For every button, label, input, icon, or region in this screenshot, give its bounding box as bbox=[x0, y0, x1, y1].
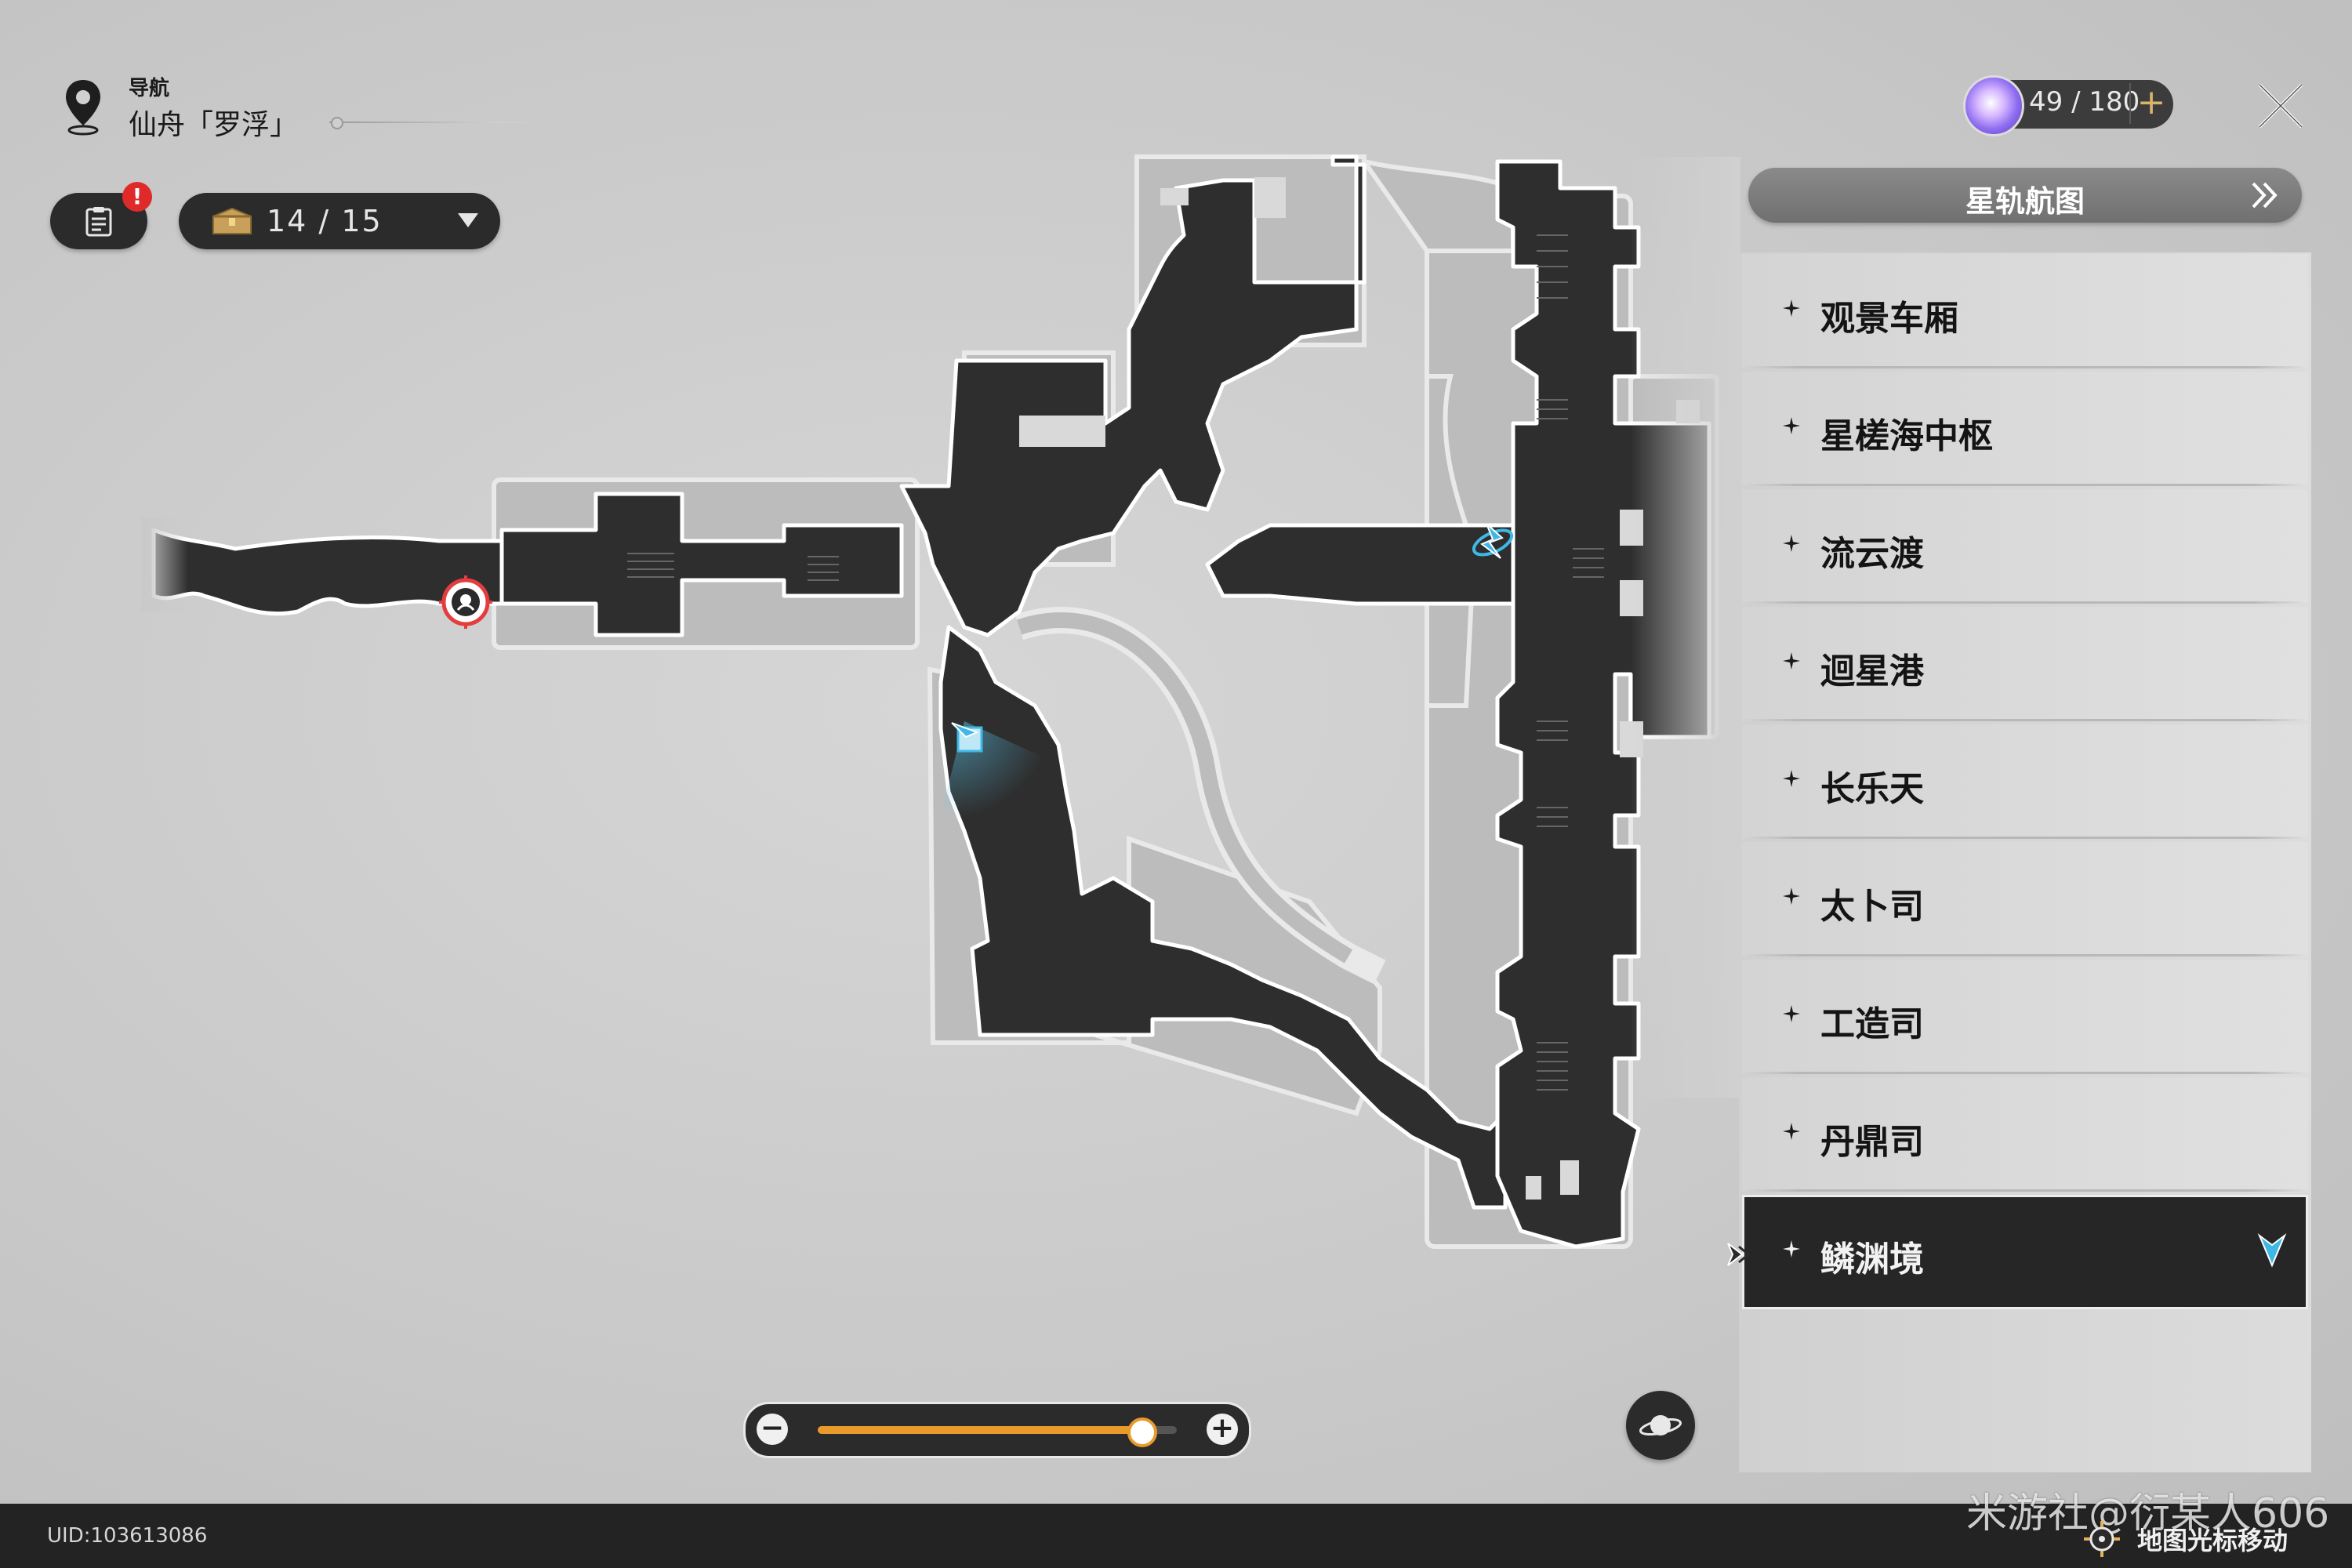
location-item[interactable]: 工造司 bbox=[1742, 960, 2308, 1074]
location-divider bbox=[1742, 1072, 2308, 1074]
location-item-background bbox=[1742, 607, 2308, 721]
location-item-background bbox=[1742, 372, 2308, 486]
location-item-background bbox=[1742, 724, 2308, 839]
trailblaze-power-icon bbox=[1963, 75, 2024, 136]
location-item-label: 长乐天 bbox=[1820, 769, 1924, 809]
location-item-label: 星槎海中枢 bbox=[1820, 416, 1993, 456]
planet-select-button[interactable] bbox=[1626, 1391, 1695, 1460]
location-item[interactable]: 长乐天 bbox=[1742, 724, 2308, 839]
double-chevron-right-icon bbox=[2252, 182, 2278, 209]
location-divider bbox=[1742, 837, 2308, 839]
map-edge-fade bbox=[1631, 157, 1740, 1098]
location-item[interactable]: 星槎海中枢 bbox=[1742, 372, 2308, 486]
location-item[interactable]: 迴星港 bbox=[1742, 607, 2308, 721]
sparkle-icon bbox=[1783, 1240, 1800, 1258]
mission-alert-badge: ! bbox=[122, 182, 152, 212]
map-edge-fade bbox=[141, 517, 188, 612]
sparkle-icon bbox=[1783, 1005, 1800, 1022]
treasure-chest-dropdown[interactable]: 14 / 15 bbox=[179, 193, 500, 249]
location-item-background bbox=[1742, 960, 2308, 1074]
map-pin-icon bbox=[66, 80, 100, 136]
watermark: 米游社@衍某人606 bbox=[1966, 1490, 2330, 1537]
chest-count: 14 / 15 bbox=[267, 204, 383, 238]
location-divider bbox=[1742, 366, 2308, 368]
location-item-background bbox=[1742, 1195, 2308, 1309]
location-item-label: 工造司 bbox=[1820, 1004, 1924, 1044]
location-item[interactable]: 观景车厢 bbox=[1742, 254, 2308, 368]
sparkle-icon bbox=[1783, 1123, 1800, 1140]
location-item[interactable]: 太卜司 bbox=[1742, 842, 2308, 956]
zoom-control: − + bbox=[743, 1402, 1251, 1458]
sparkle-icon bbox=[1783, 887, 1800, 905]
location-item-label: 丹鼎司 bbox=[1820, 1122, 1924, 1162]
location-item-background bbox=[1742, 254, 2308, 368]
star-rail-map-label: 星轨航图 bbox=[1965, 184, 2085, 219]
location-item-label: 鳞渊境 bbox=[1820, 1240, 1924, 1279]
location-divider bbox=[1742, 601, 2308, 604]
location-item-background bbox=[1742, 842, 2308, 956]
space-anchor-icon[interactable] bbox=[1470, 523, 1515, 560]
user-id: UID:103613086 bbox=[47, 1524, 208, 1548]
planet-icon bbox=[1639, 1415, 1682, 1436]
location-divider bbox=[1742, 484, 2308, 486]
nav-divider-dot bbox=[331, 117, 343, 129]
location-item-background bbox=[1742, 489, 2308, 604]
zoom-slider[interactable] bbox=[818, 1417, 1177, 1447]
star-rail-map-button[interactable]: 星轨航图 bbox=[1748, 168, 2302, 223]
location-divider bbox=[1742, 1189, 2308, 1192]
location-item-label: 观景车厢 bbox=[1820, 299, 1958, 339]
location-item-label: 太卜司 bbox=[1820, 887, 1924, 927]
treasure-chest-icon bbox=[212, 207, 252, 234]
close-icon[interactable] bbox=[2255, 80, 2307, 132]
status-bar bbox=[0, 1504, 2352, 1568]
map-stairs-layer bbox=[627, 234, 1604, 1091]
location-item[interactable]: 丹鼎司 bbox=[1742, 1077, 2308, 1192]
navigation-label: 导航 bbox=[129, 77, 170, 100]
cursor-move-icon bbox=[2084, 1521, 2120, 1557]
zoom-slider-fill bbox=[818, 1426, 1142, 1434]
location-item-label: 迴星港 bbox=[1820, 652, 1924, 691]
clipboard-icon bbox=[85, 207, 112, 237]
sparkle-icon bbox=[1783, 770, 1800, 787]
player-location-icon bbox=[951, 722, 983, 753]
zoom-in-button[interactable]: + bbox=[1207, 1414, 1238, 1445]
sparkle-icon bbox=[1783, 652, 1800, 670]
sparkle-icon bbox=[1783, 417, 1800, 434]
location-item-background bbox=[1742, 1077, 2308, 1192]
map-cursor-hint: 地图光标移动 bbox=[2137, 1526, 2288, 1555]
zoom-out-button[interactable]: − bbox=[757, 1414, 788, 1445]
location-divider bbox=[1742, 719, 2308, 721]
add-power-button[interactable]: + bbox=[2129, 83, 2172, 124]
zoom-slider-handle[interactable] bbox=[1127, 1417, 1158, 1447]
chevron-down-icon bbox=[458, 213, 478, 227]
sparkle-icon bbox=[1783, 299, 1800, 317]
enemy-marker-icon[interactable] bbox=[439, 575, 492, 629]
navigation-arrow-icon bbox=[2257, 1232, 2287, 1268]
location-item[interactable]: 流云渡 bbox=[1742, 489, 2308, 604]
location-divider bbox=[1742, 954, 2308, 956]
region-name: 仙舟「罗浮」 bbox=[129, 109, 299, 141]
sparkle-icon bbox=[1783, 535, 1800, 552]
selection-pointer-icon bbox=[1727, 1243, 1751, 1266]
location-item[interactable]: 鳞渊境 bbox=[1742, 1195, 2308, 1309]
nav-divider bbox=[329, 122, 541, 123]
location-item-label: 流云渡 bbox=[1820, 534, 1924, 574]
trailblaze-power-value: 49 / 180 bbox=[2029, 86, 2140, 118]
